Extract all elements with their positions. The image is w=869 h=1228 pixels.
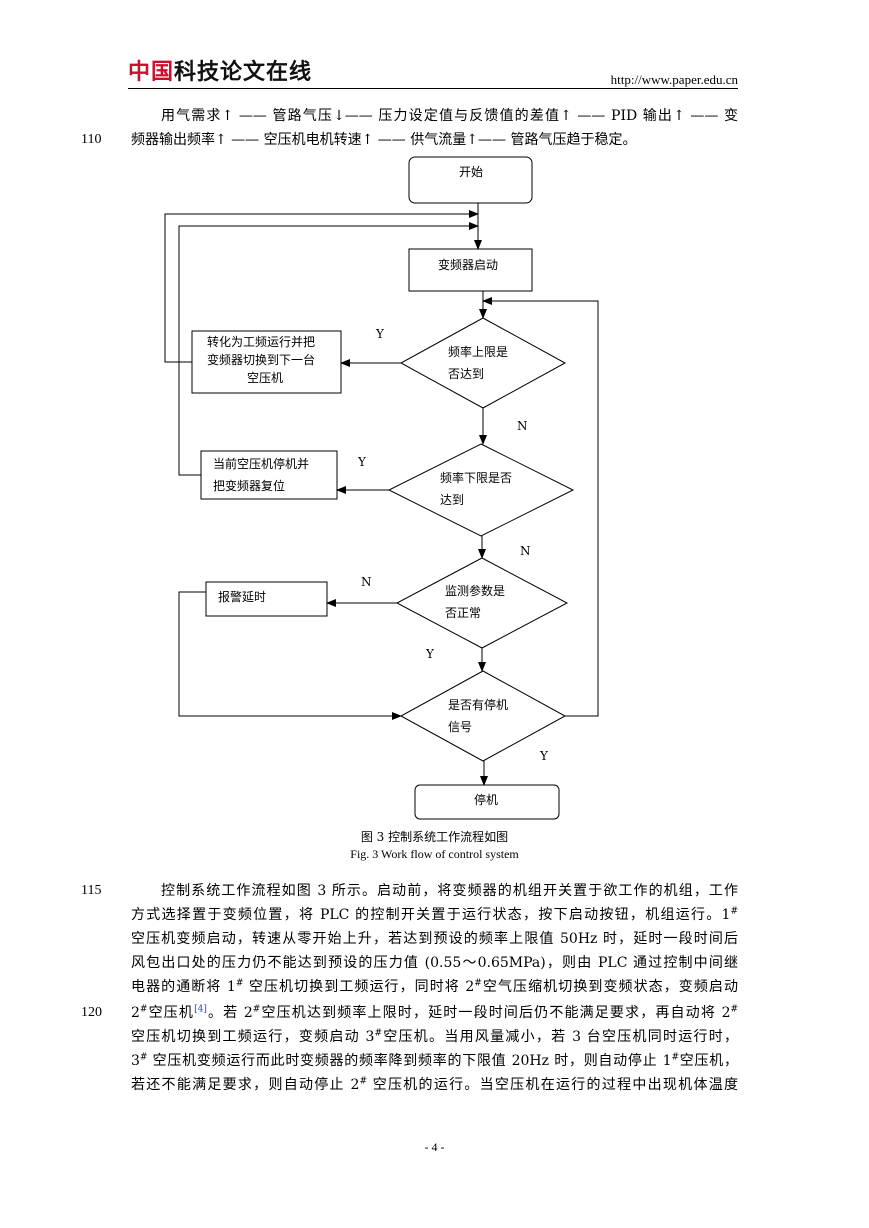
switch-to-grid-label-3: 空压机	[247, 371, 283, 385]
decision-freq-upper	[399, 317, 567, 409]
decision-freq-lower	[387, 443, 575, 537]
start-box	[408, 156, 533, 204]
logo-black-text: 科技论文在线	[174, 60, 313, 85]
line-number-110: 110	[81, 132, 102, 147]
para2-line2: 方式选择置于变频位置，将 PLC 的控制开关置于运行状态，按下启动按钮，机组运行…	[131, 906, 738, 923]
stop-reset-box	[200, 450, 338, 500]
figure-caption-en: Fig. 3 Work flow of control system	[350, 847, 519, 861]
para1-line1: 用气需求↑ —— 管路气压↓—— 压力设定值与反馈值的差值↑ —— PID 输出…	[161, 108, 738, 124]
header-rule	[128, 88, 738, 89]
decision-stop-signal	[399, 670, 567, 762]
para2-line7: 空压机切换到工频运行，变频启动 3#空压机。当用风量减小，若 3 台空压机同时运…	[131, 1028, 738, 1045]
citation-link[interactable]: [4]	[194, 1004, 207, 1015]
decision-params-normal	[395, 557, 569, 649]
stop-reset-label-1: 当前空压机停机并	[213, 456, 309, 471]
freq-lower-label-2: 达到	[440, 493, 464, 507]
para2-line8: 3# 空压机变频运行而此时变频器的频率降到频率的下限值 20Hz 时，则自动停止…	[131, 1052, 738, 1069]
para1-line2: 频器输出频率↑ —— 空压机电机转速↑ —— 供气流量↑—— 管路气压趋于稳定。	[131, 132, 637, 148]
params-normal-label-1: 监测参数是	[445, 583, 505, 598]
stop-label: 停机	[474, 792, 498, 807]
line-number-115: 115	[81, 883, 102, 898]
para2-line5: 电器的通断将 1# 空压机切换到工频运行，同时将 2#空气压缩机切换到变频状态，…	[131, 978, 738, 995]
figure-caption-cn: 图 3 控制系统工作流程如图	[360, 830, 509, 844]
freq-upper-label-1: 频率上限是	[448, 344, 508, 359]
n-label-freq-lower: N	[520, 544, 531, 558]
para2-line4: 风包出口处的压力仍不能达到预设的压力值 (0.55～0.65MPa)，则由 PL…	[131, 955, 738, 971]
switch-to-grid-box	[191, 330, 342, 394]
line-number-120: 120	[81, 1005, 102, 1020]
para2-line6: 2#空压机[4]。若 2#空压机达到频率上限时，延时一段时间后仍不能满足要求，再…	[131, 1004, 738, 1021]
freq-upper-label-2: 否达到	[448, 367, 484, 381]
para2-line9: 若还不能满足要求，则自动停止 2# 空压机的运行。当空压机在运行的过程中出现机体…	[131, 1076, 738, 1093]
para2-line3: 空压机变频启动，转速从零开始上升，若达到预设的频率上限值 50Hz 时，延时一段…	[131, 931, 738, 947]
logo-red-text: 中国	[128, 60, 175, 85]
site-logo: 中国科技论文在线	[128, 60, 312, 86]
switch-to-grid-label-1: 转化为工频运行并把	[207, 334, 315, 349]
start-label: 开始	[459, 165, 483, 179]
site-url[interactable]: http://www.paper.edu.cn	[610, 72, 738, 87]
vfd-start-label: 变频器启动	[438, 257, 498, 272]
switch-to-grid-label-2: 变频器切换到下一台	[207, 352, 315, 367]
y-label-freq-upper: Y	[375, 327, 385, 341]
stop-signal-label-2: 信号	[448, 720, 472, 734]
stop-signal-label-1: 是否有停机	[448, 697, 508, 712]
n-label-params: N	[361, 575, 372, 589]
alarm-label: 报警延时	[218, 589, 266, 604]
params-normal-label-2: 否正常	[445, 606, 481, 620]
y-label-stop-signal: Y	[539, 749, 549, 763]
vfd-start-box	[408, 248, 533, 292]
y-label-params: Y	[425, 647, 435, 661]
stop-reset-label-2: 把变频器复位	[213, 478, 285, 493]
page-number: - 4 -	[424, 1140, 445, 1154]
para2-line1: 控制系统工作流程如图 3 所示。启动前，将变频器的机组开关置于欲工作的机组，工作	[161, 883, 738, 899]
y-label-freq-lower: Y	[357, 455, 367, 469]
freq-lower-label-1: 频率下限是否	[440, 470, 512, 485]
n-label-freq-upper: N	[517, 419, 528, 433]
